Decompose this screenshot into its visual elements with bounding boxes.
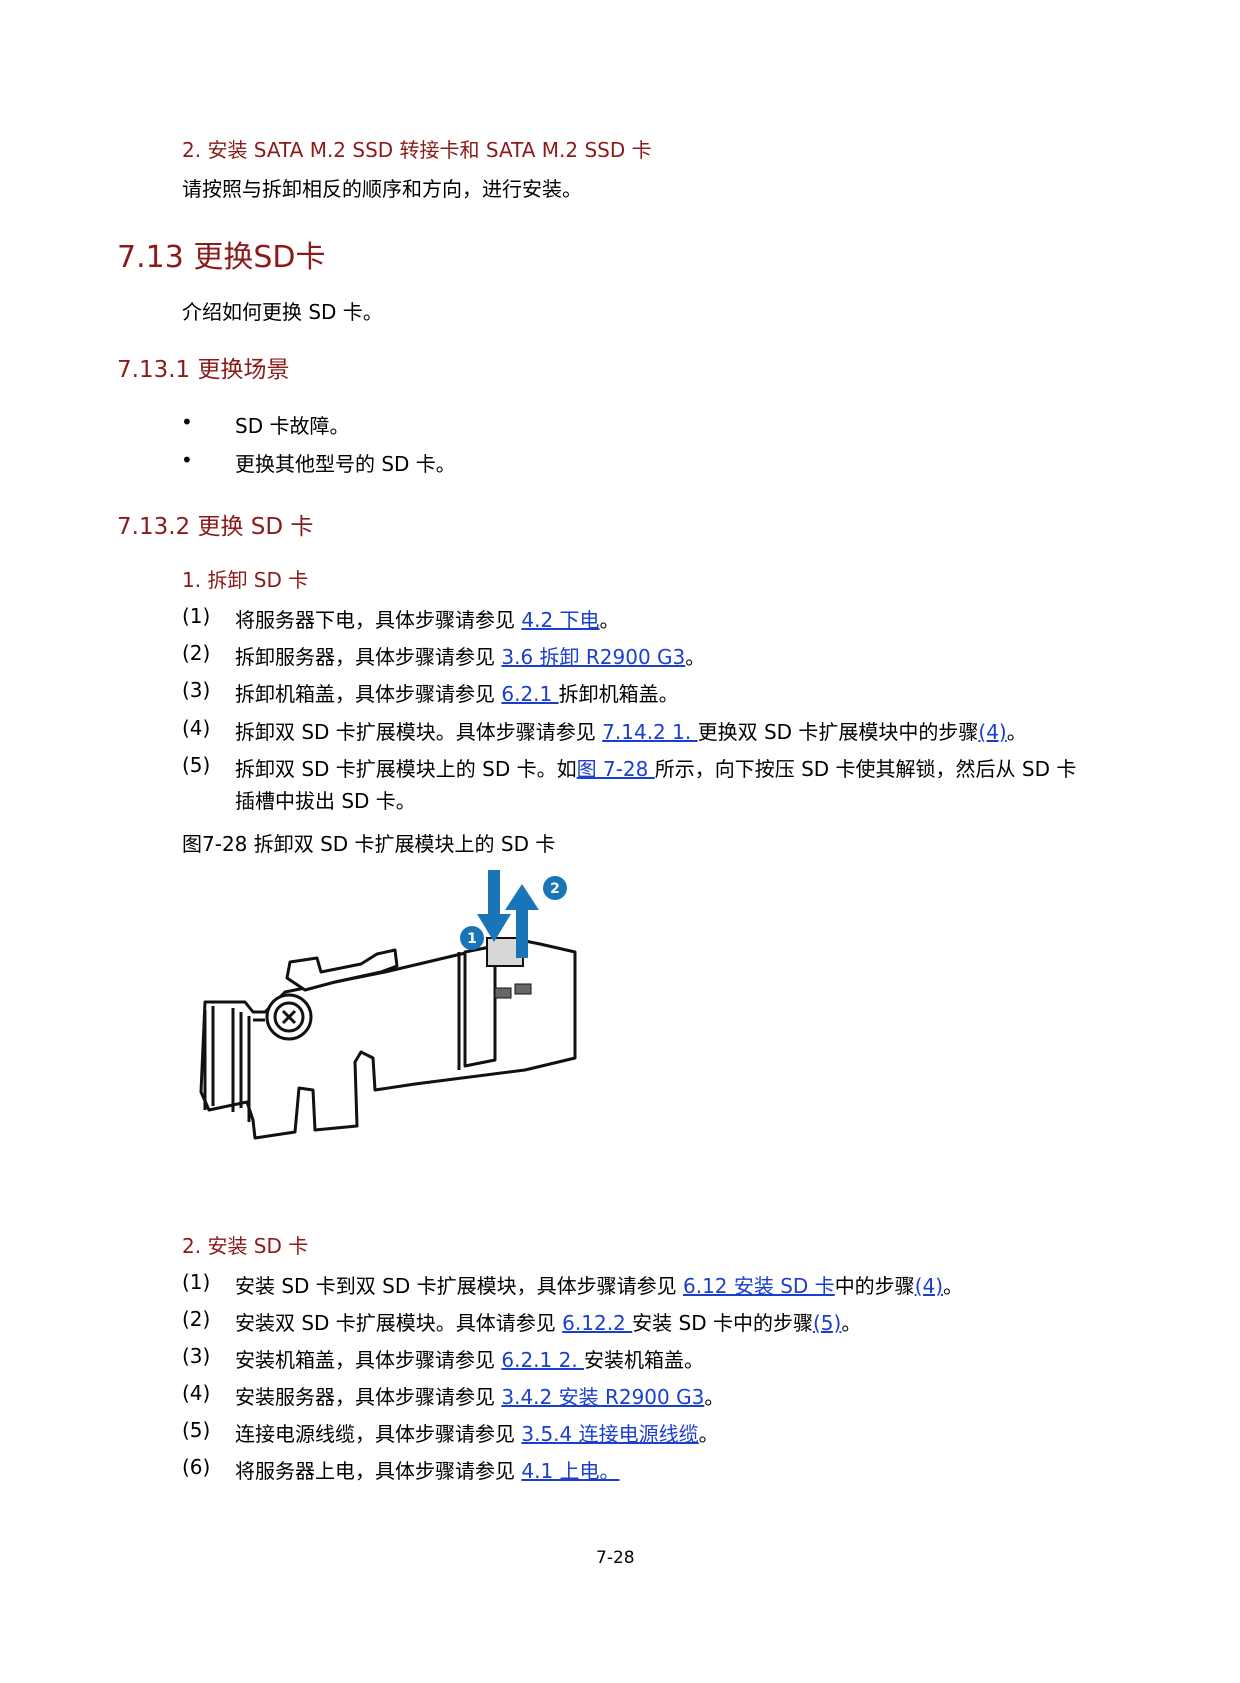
step-text: 所示，向下按压 SD 卡使其解锁，然后从 SD 卡 xyxy=(654,757,1077,781)
link-remove-server[interactable]: 3.6 拆卸 R2900 G3 xyxy=(501,645,686,669)
remove-step-5: 拆卸双 SD 卡扩展模块上的 SD 卡。如图 7-28 所示，向下按压 SD 卡… xyxy=(235,753,1076,782)
step-text: 拆卸双 SD 卡扩展模块上的 SD 卡。如 xyxy=(235,757,577,781)
callout-1-label: 1 xyxy=(467,931,477,947)
link-install-sd[interactable]: 6.12 安装 SD 卡 xyxy=(682,1274,835,1298)
step-text: 安装机箱盖。 xyxy=(584,1348,705,1372)
callout-2-label: 2 xyxy=(550,881,560,897)
module-rail xyxy=(203,1006,243,1112)
arrow-down-icon xyxy=(477,870,511,942)
step-number: (2) xyxy=(182,641,211,665)
step-text: 拆卸双 SD 卡扩展模块。具体步骤请参见 xyxy=(235,720,603,744)
step-number: (2) xyxy=(182,1307,211,1331)
bullet-icon: • xyxy=(181,410,193,434)
install-step-6: 将服务器上电，具体步骤请参见 4.1 上电。 xyxy=(235,1455,620,1484)
section-7-13-2-title: 7.13.2 更换 SD 卡 xyxy=(117,514,314,540)
callout-2-icon: 2 xyxy=(543,876,567,900)
link-power-on[interactable]: 4.1 上电。 xyxy=(521,1459,620,1483)
step-text: 。 xyxy=(698,1422,719,1446)
link-power-off[interactable]: 4.2 下电 xyxy=(521,608,600,632)
remove-step-3: 拆卸机箱盖，具体步骤请参见 6.2.1 拆卸机箱盖。 xyxy=(235,678,679,707)
link-remove-cover[interactable]: 6.2.1 xyxy=(501,682,559,706)
link-install-cover[interactable]: 6.2.1 2. xyxy=(501,1348,585,1372)
sd-slot-housing xyxy=(463,944,497,1068)
bullet-item: SD 卡故障。 xyxy=(235,414,350,438)
step-text: 安装 SD 卡中的步骤 xyxy=(632,1311,813,1335)
step-text: 。 xyxy=(599,608,620,632)
step-text: 更换双 SD 卡扩展模块中的步骤 xyxy=(697,720,979,744)
install-step-1: 安装 SD 卡到双 SD 卡扩展模块，具体步骤请参见 6.12 安装 SD 卡中… xyxy=(235,1270,963,1299)
remove-step-4: 拆卸双 SD 卡扩展模块。具体步骤请参见 7.14.2 1. 更换双 SD 卡扩… xyxy=(235,716,1027,745)
card-contacts xyxy=(494,983,532,999)
step-text: 。 xyxy=(704,1385,725,1409)
step-text: 安装双 SD 卡扩展模块。具体请参见 xyxy=(235,1311,563,1335)
step-number: (5) xyxy=(182,1418,211,1442)
link-connect-power[interactable]: 3.5.4 连接电源线缆 xyxy=(521,1422,699,1446)
section-7-13-title: 7.13 更换SD卡 xyxy=(117,240,326,275)
step-text: 将服务器下电，具体步骤请参见 xyxy=(235,608,522,632)
install-sd-heading: 2. 安装 SD 卡 xyxy=(182,1234,309,1258)
section-7-13-intro: 介绍如何更换 SD 卡。 xyxy=(182,300,383,324)
link-step-4[interactable]: (4) xyxy=(914,1274,944,1298)
bullet-icon: • xyxy=(181,448,193,472)
link-replace-module[interactable]: 7.14.2 1. xyxy=(602,720,698,744)
link-6-12-2[interactable]: 6.12.2 xyxy=(562,1311,633,1335)
module-rail xyxy=(247,1016,265,1122)
remove-step-5-cont: 插槽中拔出 SD 卡。 xyxy=(235,789,416,813)
link-step-4[interactable]: (4) xyxy=(978,720,1007,744)
link-install-server[interactable]: 3.4.2 安装 R2900 G3 xyxy=(501,1385,705,1409)
module-tab xyxy=(285,948,399,992)
install-m2-heading: 2. 安装 SATA M.2 SSD 转接卡和 SATA M.2 SSD 卡 xyxy=(182,138,652,162)
step-text: 拆卸机箱盖，具体步骤请参见 xyxy=(235,682,502,706)
step-number: (4) xyxy=(182,716,211,740)
install-step-3: 安装机箱盖，具体步骤请参见 6.2.1 2. 安装机箱盖。 xyxy=(235,1344,704,1373)
step-number: (4) xyxy=(182,1381,211,1405)
section-7-13-1-title: 7.13.1 更换场景 xyxy=(117,357,290,383)
step-text: 安装机箱盖，具体步骤请参见 xyxy=(235,1348,502,1372)
step-text: 拆卸机箱盖。 xyxy=(558,682,679,706)
remove-step-2: 拆卸服务器，具体步骤请参见 3.6 拆卸 R2900 G3。 xyxy=(235,641,705,670)
step-text: 拆卸服务器，具体步骤请参见 xyxy=(235,645,502,669)
step-number: (6) xyxy=(182,1455,211,1479)
callout-1-icon: 1 xyxy=(460,926,484,950)
arrow-up-icon xyxy=(505,884,539,958)
install-step-5: 连接电源线缆，具体步骤请参见 3.5.4 连接电源线缆。 xyxy=(235,1418,719,1447)
step-text: 。 xyxy=(1006,720,1027,744)
remove-sd-heading: 1. 拆卸 SD 卡 xyxy=(182,568,309,592)
step-number: (1) xyxy=(182,604,211,628)
step-number: (3) xyxy=(182,1344,211,1368)
install-m2-text: 请按照与拆卸相反的顺序和方向，进行安装。 xyxy=(182,177,582,201)
step-text: 安装 SD 卡到双 SD 卡扩展模块，具体步骤请参见 xyxy=(235,1274,683,1298)
screw-icon xyxy=(265,993,313,1041)
step-text: 连接电源线缆，具体步骤请参见 xyxy=(235,1422,522,1446)
step-number: (1) xyxy=(182,1270,211,1294)
step-text: 中的步骤 xyxy=(834,1274,915,1298)
step-text: 将服务器上电，具体步骤请参见 xyxy=(235,1459,522,1483)
page-number: 7-28 xyxy=(596,1548,635,1568)
bullet-item: 更换其他型号的 SD 卡。 xyxy=(235,452,456,476)
sd-module-illustration: 1 2 xyxy=(199,870,577,1140)
step-text: 。 xyxy=(943,1274,964,1298)
install-step-4: 安装服务器，具体步骤请参见 3.4.2 安装 R2900 G3。 xyxy=(235,1381,724,1410)
install-step-2: 安装双 SD 卡扩展模块。具体请参见 6.12.2 安装 SD 卡中的步骤(5)… xyxy=(235,1307,861,1336)
step-text: 。 xyxy=(685,645,706,669)
step-number: (5) xyxy=(182,753,211,777)
step-number: (3) xyxy=(182,678,211,702)
step-text: 。 xyxy=(841,1311,862,1335)
link-step-5[interactable]: (5) xyxy=(812,1311,842,1335)
step-text: 安装服务器，具体步骤请参见 xyxy=(235,1385,502,1409)
remove-step-1: 将服务器下电，具体步骤请参见 4.2 下电。 xyxy=(235,604,620,633)
figure-caption: 图7-28 拆卸双 SD 卡扩展模块上的 SD 卡 xyxy=(182,832,556,856)
link-figure-7-28[interactable]: 图 7-28 xyxy=(576,757,655,781)
